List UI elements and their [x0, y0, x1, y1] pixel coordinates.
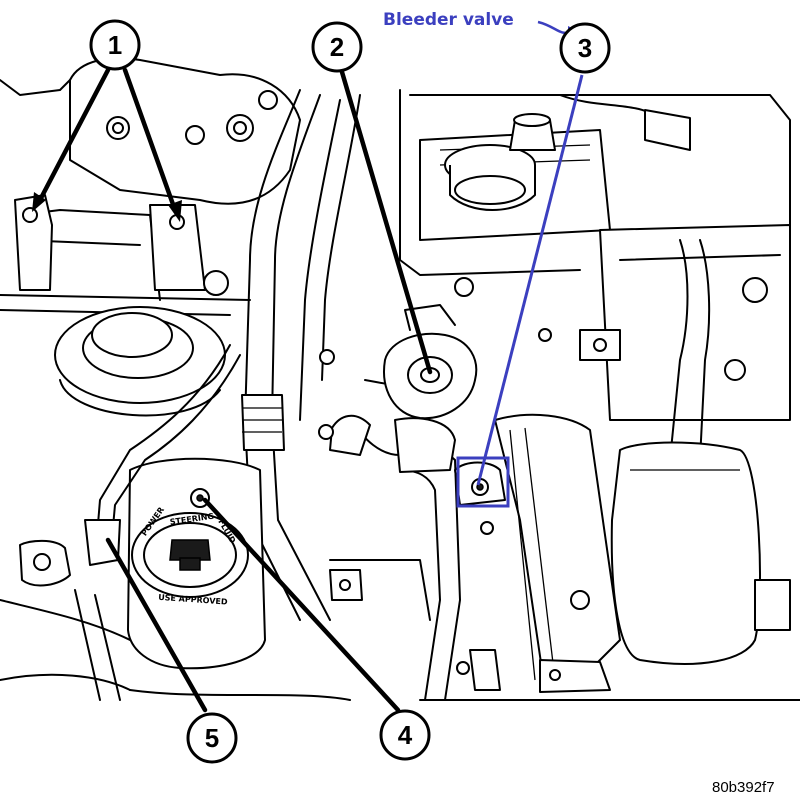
callout-2-label: 2 [330, 32, 344, 62]
callout-3: 3 [559, 22, 611, 74]
annotation-arrow [537, 20, 571, 35]
leader-4 [202, 497, 401, 713]
callout-4: 4 [379, 709, 431, 761]
callout-5-label: 5 [205, 723, 219, 753]
callout-1: 1 [89, 19, 141, 71]
arrowhead-1b [168, 200, 182, 222]
bleeder-highlight-box [456, 456, 510, 508]
figure-id: 80b392f7 [712, 779, 775, 796]
arrowhead-1a [32, 192, 46, 212]
callout-5: 5 [186, 712, 238, 764]
leader-3 [476, 74, 584, 486]
leader-lines [32, 20, 584, 713]
callout-1-label: 1 [108, 30, 122, 60]
callout-3-label: 3 [578, 33, 592, 63]
leader-1a [37, 67, 111, 203]
leader-2 [339, 69, 433, 375]
bleeder-valve-annotation: Bleeder valve [383, 10, 514, 30]
callout-4-label: 4 [398, 720, 413, 750]
callout-2: 2 [311, 21, 363, 73]
leader-1b [122, 67, 178, 213]
engine-line-art [0, 57, 800, 701]
leader-5 [105, 537, 208, 713]
